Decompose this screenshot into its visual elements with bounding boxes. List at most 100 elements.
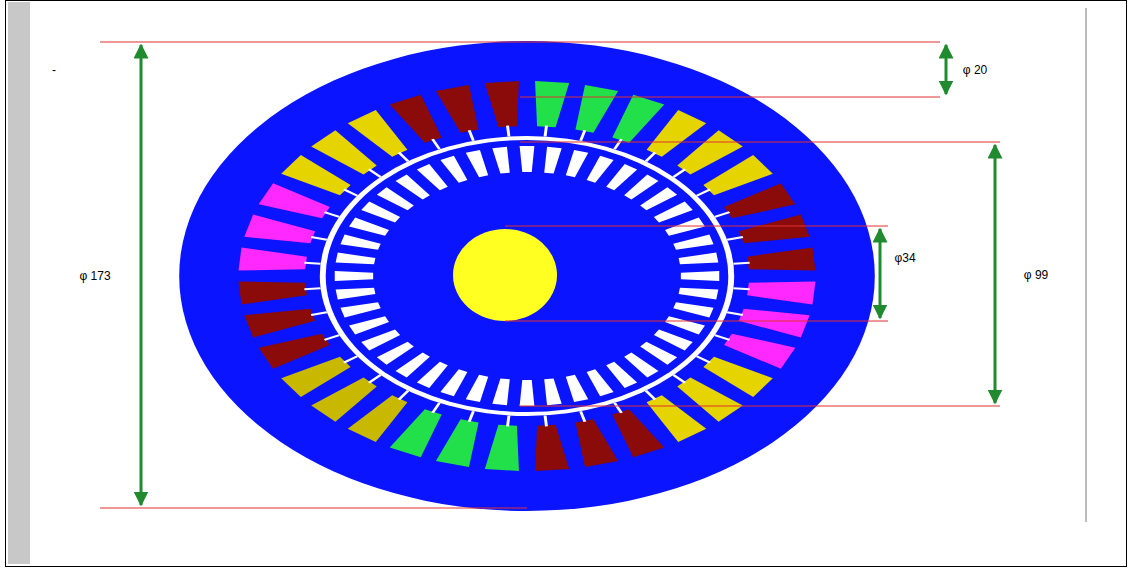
slot-opening [311, 312, 327, 315]
stator-slot [436, 85, 479, 133]
slot-opening [304, 262, 320, 265]
dimension-label: φ34 [894, 251, 915, 265]
stator-slot [485, 81, 519, 127]
slot-opening [715, 335, 730, 340]
slot-opening [581, 130, 585, 141]
dimension-label: φ 20 [963, 63, 987, 77]
rotor-bar [335, 271, 373, 281]
rotor-bar [673, 235, 713, 250]
slot-opening [433, 403, 440, 413]
slot-opening [369, 375, 381, 383]
stator-slot [281, 357, 350, 397]
rotor-bar [624, 352, 658, 377]
stator-slot [244, 309, 315, 338]
slot-opening [324, 212, 339, 217]
rotor-bar [606, 164, 637, 190]
slot-opening [727, 312, 743, 315]
rotor-bar [640, 187, 677, 210]
rotor-bar [624, 175, 658, 200]
slot-opening [697, 189, 710, 195]
rotor-bar [679, 253, 719, 265]
extension-line [520, 406, 1000, 407]
dimension-arrow [945, 45, 948, 94]
stator-slot [724, 334, 795, 369]
slot-opening [311, 237, 327, 240]
slot-opening [581, 411, 585, 422]
slot-opening [399, 391, 408, 400]
rotor-bar [673, 302, 713, 317]
rotor-bar [417, 164, 448, 190]
rotor-bar [665, 316, 705, 334]
rotor-bar [466, 375, 488, 402]
slot-opening [697, 356, 710, 362]
stator-slot [259, 183, 330, 218]
rotor-bar [466, 150, 488, 177]
stator-slot [747, 281, 815, 304]
stator-slot [259, 334, 330, 369]
rotor-bar [587, 369, 614, 396]
stator-core [179, 41, 875, 511]
stator-slot [612, 409, 664, 457]
stator-slot [747, 248, 815, 271]
slot-opening [545, 415, 546, 426]
slot-opening [508, 126, 509, 137]
extension-line [520, 142, 1000, 143]
slot-opening [369, 169, 381, 177]
rotor-bar [349, 316, 389, 334]
dimension-label: - [52, 63, 56, 77]
stator-slot [485, 425, 519, 471]
frame [6, 1, 1127, 567]
slot-opening [344, 356, 357, 362]
slot-opening [344, 189, 357, 195]
rotor-bar [679, 288, 719, 300]
extension-line [505, 321, 888, 322]
rotor-bar [417, 362, 448, 388]
slot-opening [469, 411, 473, 422]
rotor-bar [340, 302, 380, 317]
rotor-bar [566, 150, 588, 177]
slot-opening [433, 139, 440, 149]
stator-slot [739, 309, 810, 338]
rotor-bar [377, 342, 414, 365]
slot-opening [733, 262, 749, 265]
rotor-bar [361, 330, 400, 351]
stator-slot [348, 110, 408, 157]
divider-line [1085, 8, 1087, 522]
extension-line [100, 42, 940, 43]
slot-opening [399, 152, 408, 161]
rotor-bar [340, 235, 380, 250]
rotor-bar [606, 362, 637, 388]
stator-slot [244, 214, 315, 243]
rotor-bar [544, 378, 561, 405]
stator-slot [535, 81, 569, 127]
rotor-bar [681, 271, 719, 281]
stator-slot [647, 395, 707, 442]
slot-opening [727, 237, 743, 240]
side-strip [8, 2, 30, 564]
dimension-arrow [140, 45, 143, 505]
rotor-bar [440, 156, 467, 183]
rotor-bar [566, 375, 588, 402]
rotor-bar [587, 156, 614, 183]
slot-opening [545, 126, 546, 137]
rotor-bar [520, 146, 535, 172]
rotor-bar [440, 369, 467, 396]
stator-slot [575, 419, 618, 467]
stator-slot [739, 214, 810, 243]
slot-opening [646, 152, 655, 161]
rotor-bar [396, 175, 430, 200]
slot-opening [715, 212, 730, 217]
extension-line [505, 226, 888, 227]
stator-slot [575, 85, 618, 133]
slot-opening [304, 287, 320, 290]
rotor-bar [520, 380, 535, 406]
stator-slot [535, 425, 569, 471]
slot-opening [508, 415, 509, 426]
rotor-bar [665, 217, 705, 235]
rotor-bar [492, 147, 509, 174]
rotor-bar [640, 342, 677, 365]
rotor-bar [336, 253, 376, 265]
dimension-arrow [879, 229, 882, 318]
